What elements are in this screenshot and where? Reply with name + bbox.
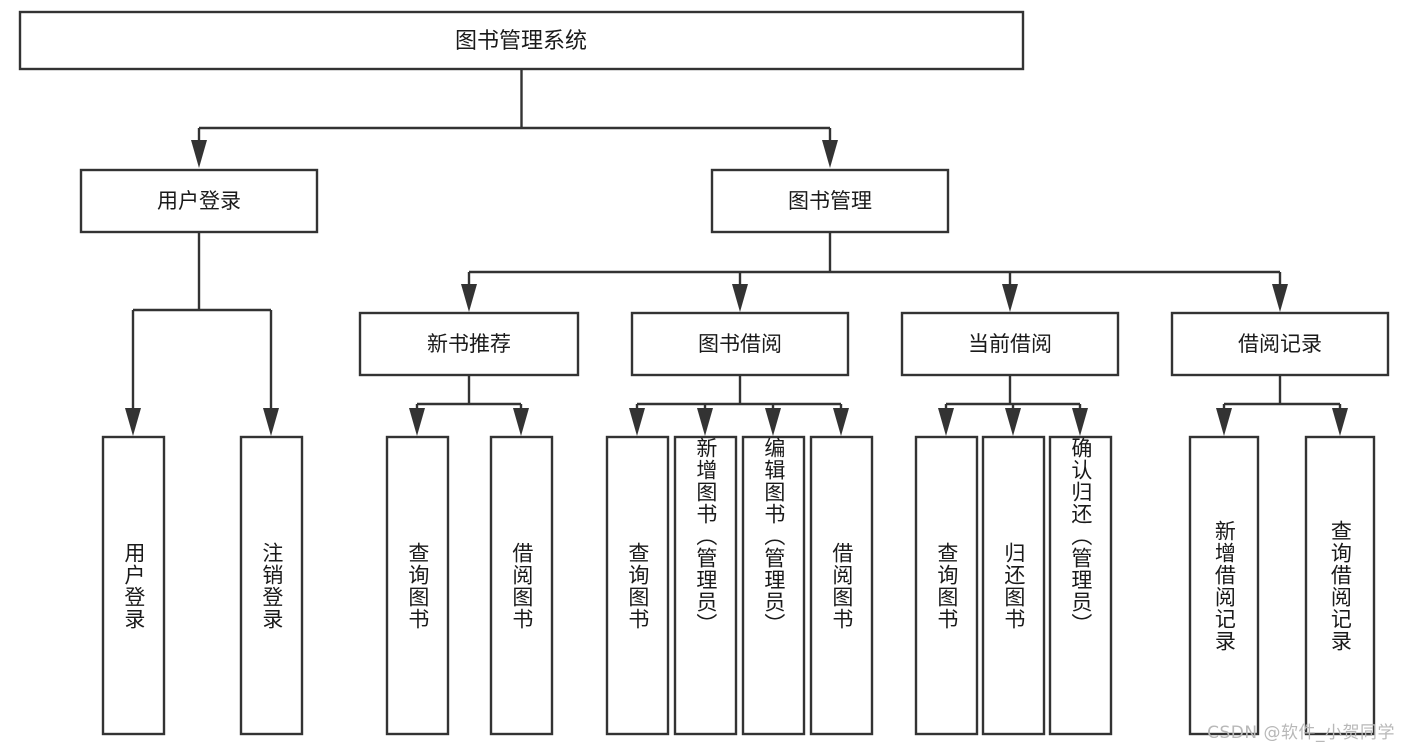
arrow-head-leaf-return-book <box>1005 408 1021 436</box>
node-leaf-query-book-3[interactable] <box>914 435 979 736</box>
arrow-head-leaf-query-book-2 <box>629 408 645 436</box>
connector-group-root <box>191 69 838 168</box>
node-leaf-edit-book[interactable] <box>741 435 806 736</box>
arrow-head-current-borrow <box>1002 284 1018 312</box>
node-book-manage-label: 图书管理 <box>788 189 872 213</box>
arrow-head-leaf-query-record <box>1332 408 1348 436</box>
node-current-borrow[interactable] <box>900 311 1120 377</box>
node-leaf-query-book-1[interactable] <box>385 435 450 736</box>
node-user-login[interactable] <box>79 168 319 234</box>
node-book-manage[interactable] <box>710 168 950 234</box>
node-leaf-add-record[interactable] <box>1188 435 1260 736</box>
connector-group-newbookrec <box>409 375 529 436</box>
arrow-head-leaf-borrow-book-1 <box>513 408 529 436</box>
node-new-book-rec-label: 新书推荐 <box>427 332 511 356</box>
connector-group-borrowrecord <box>1216 375 1348 436</box>
arrow-head-leaf-confirm-return <box>1072 408 1088 436</box>
node-root-label: 图书管理系统 <box>455 29 587 54</box>
watermark-text: CSDN @软件_小贺同学 <box>1207 723 1395 743</box>
node-current-borrow-label: 当前借阅 <box>968 332 1052 356</box>
node-leaf-logout[interactable] <box>239 435 304 736</box>
arrow-head-leaf-user-login <box>125 408 141 436</box>
node-book-borrow-label: 图书借阅 <box>698 332 782 356</box>
arrow-head-borrow-record <box>1272 284 1288 312</box>
node-root[interactable] <box>18 10 1025 71</box>
node-leaf-query-book-2[interactable] <box>605 435 670 736</box>
node-leaf-query-record[interactable] <box>1304 435 1376 736</box>
node-leaf-return-book[interactable] <box>981 435 1046 736</box>
arrow-head-userlogin <box>191 140 207 168</box>
node-borrow-record-label: 借阅记录 <box>1238 332 1322 356</box>
node-book-borrow[interactable] <box>630 311 850 377</box>
connector-group-bookmanage <box>461 232 1288 312</box>
node-user-login-label: 用户登录 <box>157 189 241 213</box>
node-leaf-borrow-book-1[interactable] <box>489 435 554 736</box>
node-leaf-borrow-book-2[interactable] <box>809 435 874 736</box>
arrow-head-new-book-rec <box>461 284 477 312</box>
arrow-head-leaf-add-record <box>1216 408 1232 436</box>
arrow-head-leaf-query-book-1 <box>409 408 425 436</box>
arrow-head-leaf-edit-book <box>765 408 781 436</box>
arrow-head-leaf-add-book <box>697 408 713 436</box>
arrow-head-book-borrow <box>732 284 748 312</box>
arrow-head-leaf-borrow-book-2 <box>833 408 849 436</box>
arrow-head-leaf-logout <box>263 408 279 436</box>
node-leaf-confirm-return[interactable] <box>1048 435 1113 736</box>
connector-group-bookborrow <box>629 375 849 436</box>
node-leaf-user-login[interactable] <box>101 435 166 736</box>
connector-group-currentborrow <box>938 375 1088 436</box>
node-borrow-record[interactable] <box>1170 311 1390 377</box>
node-leaf-add-book[interactable] <box>673 435 738 736</box>
arrow-head-bookmanage <box>822 140 838 168</box>
arrow-head-leaf-query-book-3 <box>938 408 954 436</box>
connector-group-userlogin <box>125 232 279 436</box>
node-new-book-rec[interactable] <box>358 311 580 377</box>
